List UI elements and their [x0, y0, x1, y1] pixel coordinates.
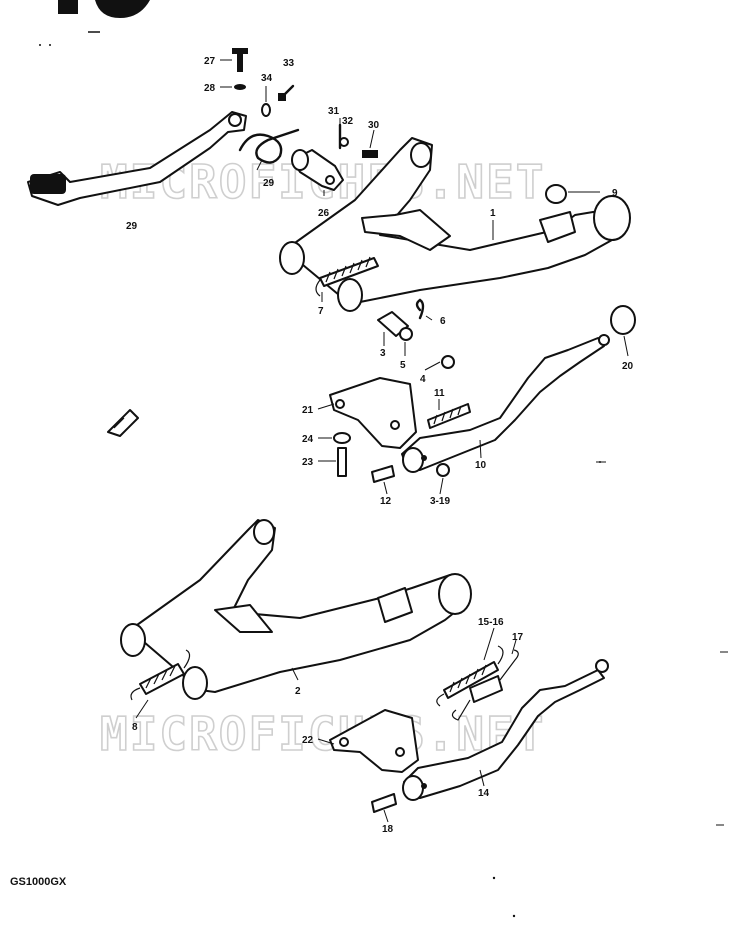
callout-10: 10	[475, 460, 487, 471]
pedal-shaft-26	[291, 149, 344, 191]
side-stand-bracket-21	[329, 377, 417, 449]
callout-23: 23	[302, 457, 314, 468]
pivot-bolt-3	[377, 311, 413, 341]
callout-30: 30	[368, 120, 380, 131]
pedal-washer	[234, 84, 246, 90]
callout-15-16: 15-16	[478, 617, 504, 628]
callout-14: 14	[478, 788, 490, 799]
rubber-cap-9	[545, 184, 567, 204]
callout-32: 32	[342, 116, 354, 127]
brake-pedal	[27, 111, 247, 206]
center-stand-2	[120, 519, 472, 700]
watermark-bottom: MICROFICHES.NET	[100, 707, 545, 761]
callout-6: 6	[440, 316, 446, 327]
bolt-33	[278, 84, 295, 101]
nut-3-19	[436, 463, 450, 477]
nut-4	[441, 355, 455, 369]
stand-spring-7	[315, 256, 379, 297]
callout-24: 24	[302, 434, 314, 445]
callout-7: 7	[318, 306, 324, 317]
callout-29-spring: 29	[263, 178, 275, 189]
callout-3-19: 3-19	[430, 496, 450, 507]
model-code: GS1000GX	[10, 876, 67, 888]
callout-labels: 27 28 34 33 31 32 30 29 29 26 9 1 7 6 3 …	[126, 56, 634, 835]
callout-2: 2	[295, 686, 301, 697]
side-stand-bracket-22	[329, 709, 419, 773]
cotter-pin-6	[415, 298, 425, 320]
stand-spring-8	[130, 649, 191, 701]
washer-24	[333, 432, 351, 444]
callout-34: 34	[261, 73, 273, 84]
callout-29-pedal: 29	[126, 221, 138, 232]
pedal-bolt	[232, 48, 248, 72]
callout-22: 22	[302, 735, 314, 746]
callout-8: 8	[132, 722, 138, 733]
bolt-23	[337, 447, 347, 477]
pedal-return-spring	[238, 128, 300, 164]
callout-5: 5	[400, 360, 406, 371]
callout-3: 3	[380, 348, 386, 359]
bolt-18	[371, 793, 397, 813]
callout-12: 12	[380, 496, 392, 507]
callout-31: 31	[328, 106, 340, 117]
cotter-pin-34	[261, 103, 271, 117]
spring-17	[451, 649, 519, 721]
bolt-30	[362, 150, 378, 158]
callout-1: 1	[490, 208, 496, 219]
side-stand-14	[402, 659, 609, 801]
pin-31-32	[338, 123, 349, 150]
callout-18: 18	[382, 824, 394, 835]
side-stand-10	[401, 334, 610, 473]
callout-21: 21	[302, 405, 314, 416]
callout-26: 26	[318, 208, 330, 219]
callout-27: 27	[204, 56, 216, 67]
callout-33: 33	[283, 58, 295, 69]
callout-20: 20	[622, 361, 634, 372]
header-fragment	[39, 0, 150, 46]
rubber-cap-20	[610, 305, 636, 335]
callout-17: 17	[512, 632, 524, 643]
callout-28: 28	[204, 83, 216, 94]
side-stand-spring-11	[427, 403, 471, 429]
callout-11: 11	[434, 388, 445, 399]
callout-4: 4	[420, 374, 426, 385]
bolt-12	[371, 465, 395, 483]
front-arrow-icon	[107, 409, 139, 437]
callout-9: 9	[612, 188, 618, 199]
leader-lines	[135, 59, 629, 823]
springs-15-16	[436, 645, 504, 707]
